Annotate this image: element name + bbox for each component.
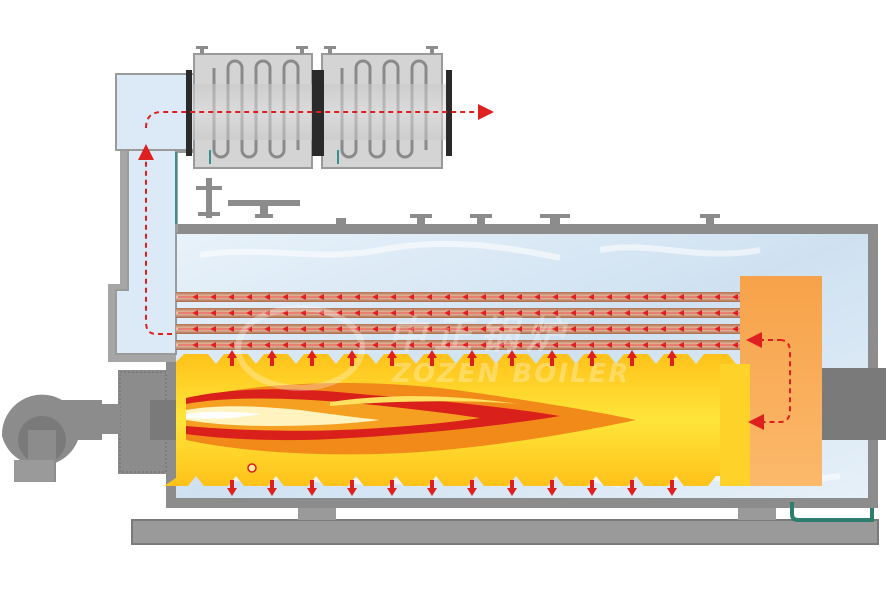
blower-fan	[1, 394, 103, 482]
heat-down-arrow	[267, 480, 277, 496]
heat-up-arrow	[627, 350, 637, 366]
rear-chamber-body	[740, 276, 822, 486]
heat-up-arrow	[547, 350, 557, 366]
watermark: 中正锅炉 ZOZEN BOILER	[235, 305, 628, 391]
heat-up-arrows	[227, 350, 677, 366]
heat-up-arrow	[667, 350, 677, 366]
heat-up-arrow	[227, 350, 237, 366]
heat-down-arrow	[427, 480, 437, 496]
heat-down-arrow	[627, 480, 637, 496]
inspection-port	[247, 463, 257, 473]
heat-up-arrow	[427, 350, 437, 366]
heat-down-arrow	[467, 480, 477, 496]
drain-pipe	[790, 502, 874, 522]
heat-up-arrow	[387, 350, 397, 366]
heat-down-arrow	[667, 480, 677, 496]
heat-up-arrow	[347, 350, 357, 366]
heat-down-arrow	[507, 480, 517, 496]
burner-flame	[186, 382, 636, 455]
watermark-chinese: 中正锅炉	[388, 313, 572, 357]
shell-nozzles	[336, 214, 720, 224]
heat-down-arrow	[547, 480, 557, 496]
heat-down-arrows	[227, 480, 677, 496]
base-skid	[131, 519, 879, 545]
heat-up-arrow	[267, 350, 277, 366]
heat-down-arrow	[587, 480, 597, 496]
heat-down-arrow	[227, 480, 237, 496]
heat-up-arrow	[467, 350, 477, 366]
heat-down-arrow	[307, 480, 317, 496]
burner-assembly	[102, 370, 176, 474]
furnace-chamber-join	[720, 364, 750, 486]
economizer-teal-tubes	[209, 150, 339, 164]
flue-gas-path	[138, 104, 791, 430]
heat-up-arrow	[587, 350, 597, 366]
steam-valve	[196, 178, 300, 218]
tube-flow-arrows	[178, 294, 740, 348]
heat-down-arrow	[347, 480, 357, 496]
heat-up-arrow	[307, 350, 317, 366]
rear-door	[822, 368, 886, 440]
heat-down-arrow	[387, 480, 397, 496]
heat-up-arrow	[507, 350, 517, 366]
